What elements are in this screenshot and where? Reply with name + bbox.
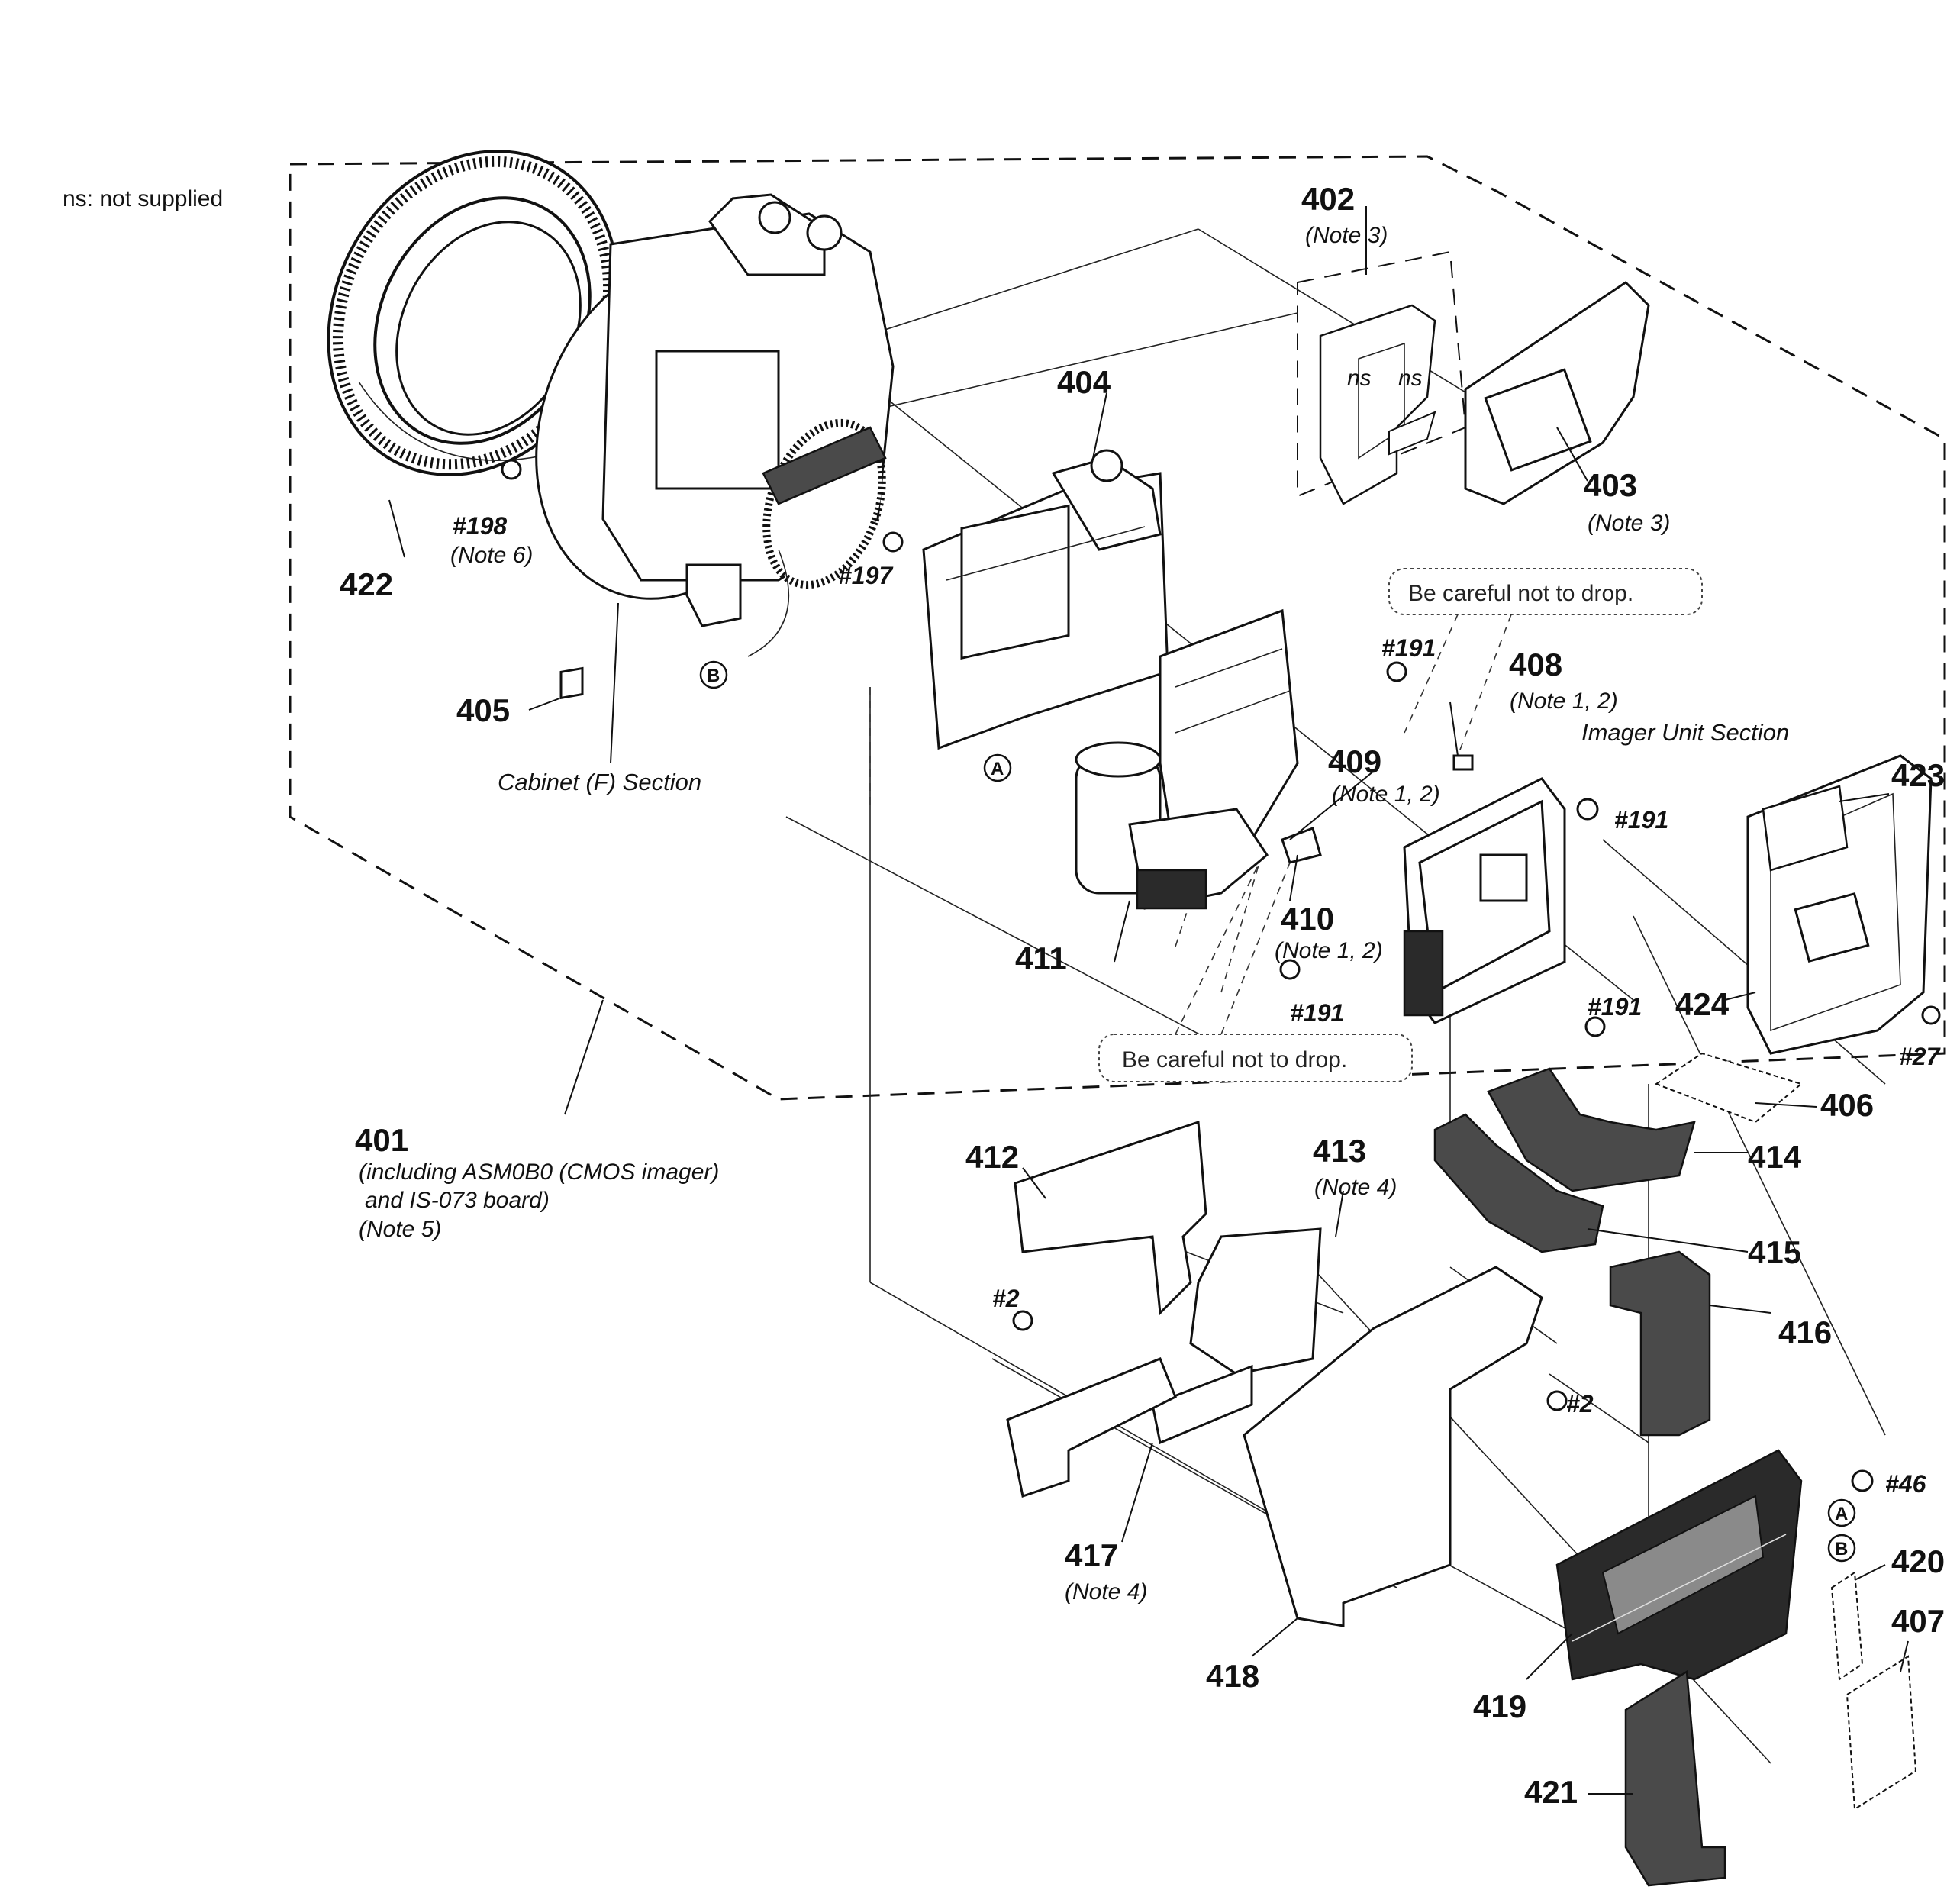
connector-marker-a-2: A (1827, 1498, 1856, 1527)
svg-text:B: B (707, 666, 720, 686)
legend-ns: ns: not supplied (63, 186, 223, 211)
label-401-note-2: and IS-073 board) (365, 1188, 550, 1213)
label-screw-2-b: #2 (1566, 1390, 1594, 1418)
label-404: 404 (1057, 364, 1111, 400)
label-imager-unit-section: Imager Unit Section (1581, 719, 1789, 746)
screw-icons (501, 459, 1941, 1492)
label-409: 409 (1328, 743, 1381, 779)
label-screw-197: #197 (838, 562, 894, 589)
part-411-motor (1075, 741, 1269, 910)
label-415: 415 (1748, 1234, 1801, 1270)
label-cabinet-f-section: Cabinet (F) Section (498, 769, 701, 795)
label-410-note: (Note 1, 2) (1275, 938, 1383, 963)
label-403: 403 (1584, 467, 1637, 503)
warning-callout-top: Be careful not to drop. (1388, 568, 1703, 756)
part-402-gasket (1319, 304, 1436, 505)
part-414 (1487, 1067, 1696, 1192)
label-424: 424 (1675, 986, 1730, 1022)
svg-text:A: A (1835, 1504, 1848, 1524)
label-ns-1: ns (1347, 366, 1372, 391)
label-402-note: (Note 3) (1305, 223, 1388, 248)
label-screw-27: #27 (1899, 1043, 1942, 1070)
label-screw-191-d: #191 (1588, 993, 1642, 1021)
part-407-sheet (1846, 1655, 1917, 1811)
part-406-sheet (1654, 1052, 1804, 1124)
label-401: 401 (355, 1122, 408, 1158)
label-405: 405 (456, 692, 510, 728)
label-408: 408 (1509, 647, 1562, 682)
part-408-clip (1452, 754, 1474, 771)
part-416 (1609, 1250, 1711, 1437)
part-imager-unit (1403, 777, 1566, 1024)
label-403-note: (Note 3) (1588, 511, 1670, 536)
label-screw-191-b: #191 (1614, 806, 1668, 834)
part-423-sheet (1762, 785, 1849, 872)
part-403-plate (1464, 281, 1650, 505)
part-405-sheet (559, 666, 584, 700)
label-401-note-1: (including ASM0B0 (CMOS imager) (359, 1159, 719, 1185)
part-415 (1433, 1113, 1604, 1253)
label-screw-198-note: (Note 6) (450, 543, 533, 568)
label-401-note-3: (Note 5) (359, 1217, 441, 1242)
part-bracket-left (1006, 1357, 1177, 1498)
connector-marker-b-1: B (699, 660, 728, 689)
warning-text-bottom: Be careful not to drop. (1122, 1047, 1347, 1072)
part-410-clip (1281, 827, 1322, 864)
label-screw-191-c: #191 (1290, 999, 1344, 1027)
screw-labels: #198 (Note 6) #197 #191 #191 #191 #191 #… (450, 512, 1942, 1498)
warning-text-top: Be careful not to drop. (1408, 581, 1633, 606)
connector-marker-b-2: B (1827, 1534, 1856, 1563)
part-number-labels: 401 (including ASM0B0 (CMOS imager) and … (340, 181, 1945, 1810)
svg-text:B: B (1835, 1539, 1848, 1559)
part-417-sheet (1151, 1364, 1253, 1445)
part-420-sheet (1830, 1571, 1864, 1681)
label-413: 413 (1313, 1133, 1366, 1169)
part-413-sheet (1189, 1227, 1322, 1376)
label-421: 421 (1524, 1774, 1578, 1810)
label-406: 406 (1820, 1087, 1874, 1123)
label-408-note: (Note 1, 2) (1510, 689, 1618, 714)
connector-marker-a-1: A (983, 753, 1012, 782)
label-409-note: (Note 1, 2) (1332, 782, 1440, 807)
label-418: 418 (1206, 1658, 1259, 1694)
label-402: 402 (1301, 181, 1355, 217)
part-421 (1624, 1669, 1726, 1887)
label-417: 417 (1065, 1537, 1118, 1573)
label-screw-198: #198 (453, 512, 507, 540)
label-407: 407 (1891, 1603, 1945, 1639)
label-screw-46: #46 (1885, 1470, 1926, 1498)
part-412-sheet (1014, 1120, 1207, 1316)
assembly-401-outline (289, 155, 1946, 1101)
part-418-bracket (1243, 1266, 1543, 1627)
label-screw-191-a: #191 (1381, 634, 1436, 662)
part-404-frame (922, 449, 1169, 750)
label-412: 412 (965, 1139, 1019, 1175)
warning-callout-bottom: Be careful not to drop. (1098, 862, 1413, 1082)
leader-lines (388, 206, 1909, 1795)
label-423: 423 (1891, 757, 1945, 793)
label-414: 414 (1748, 1139, 1802, 1175)
label-ns-2: ns (1398, 366, 1423, 391)
label-screw-2-a: #2 (992, 1285, 1020, 1312)
cabinet-front-body (535, 193, 895, 657)
label-416: 416 (1778, 1314, 1832, 1350)
part-419-board (1555, 1449, 1803, 1681)
label-422: 422 (340, 566, 393, 602)
label-411: 411 (1015, 940, 1067, 976)
label-419: 419 (1473, 1688, 1526, 1724)
label-413-note: (Note 4) (1314, 1175, 1397, 1200)
svg-text:A: A (991, 759, 1004, 779)
label-417-note: (Note 4) (1065, 1579, 1147, 1605)
label-410: 410 (1281, 901, 1334, 937)
label-420: 420 (1891, 1543, 1945, 1579)
